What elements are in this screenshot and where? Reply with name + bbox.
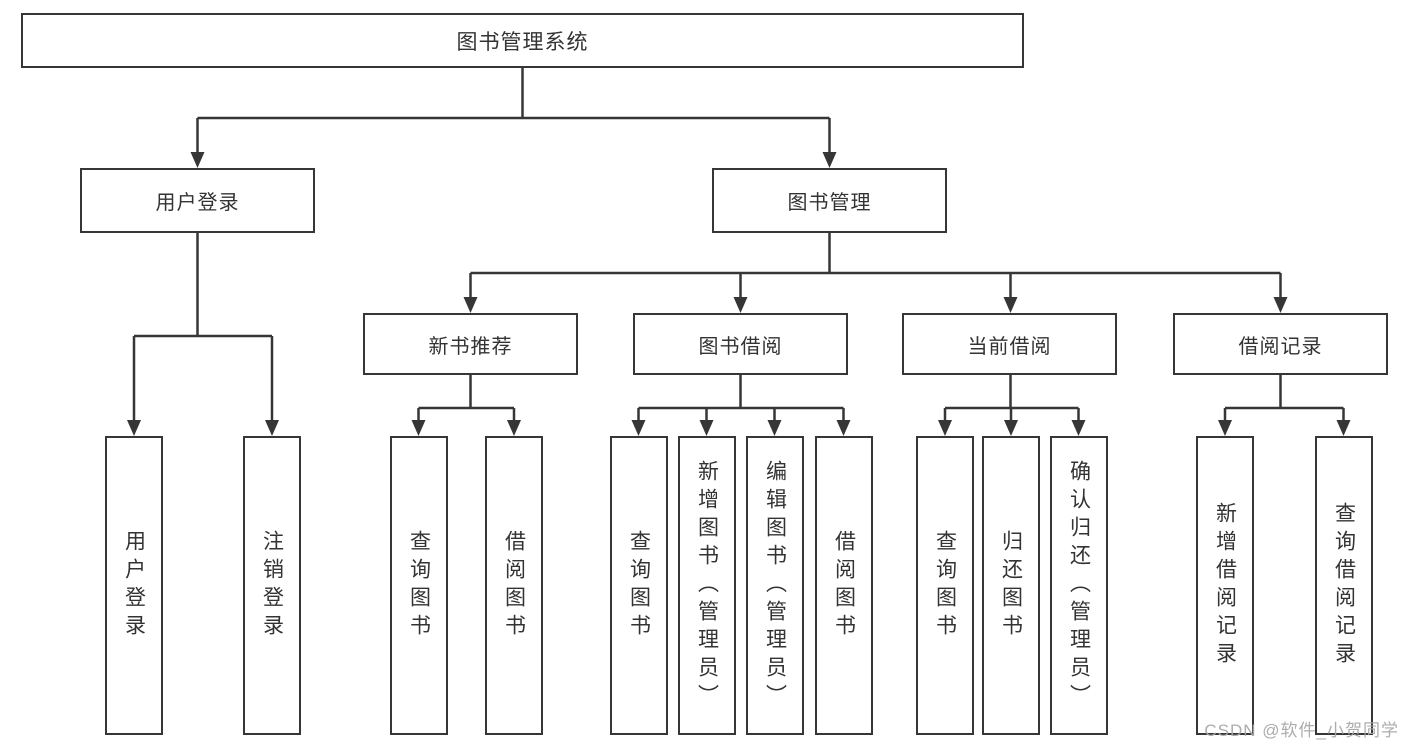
leaf-borrow-books-1: 借阅图书 [485, 436, 543, 735]
node-book-management: 图书管理 [712, 168, 947, 233]
leaf-add-borrow-record: 新增借阅记录 [1196, 436, 1254, 735]
csdn-watermark: CSDN @软件_小贺同学 [1204, 721, 1399, 740]
leaf-user-login: 用户登录 [105, 436, 163, 735]
leaf-query-books-1: 查询图书 [390, 436, 448, 735]
node-borrowing-records: 借阅记录 [1173, 313, 1388, 375]
node-current-borrowing: 当前借阅 [902, 313, 1117, 375]
node-book-borrowing: 图书借阅 [633, 313, 848, 375]
leaf-label: 确认归还（管理员） [1067, 459, 1091, 712]
leaf-edit-books-admin: 编辑图书（管理员） [746, 436, 804, 735]
node-root: 图书管理系统 [21, 13, 1024, 68]
leaf-query-books-2: 查询图书 [610, 436, 668, 735]
node-user-login: 用户登录 [80, 168, 315, 233]
leaf-label: 借阅图书 [832, 529, 856, 642]
leaf-query-books-3: 查询图书 [916, 436, 974, 735]
leaf-borrow-books-2: 借阅图书 [815, 436, 873, 735]
leaf-label: 查询图书 [627, 529, 651, 642]
leaf-label: 新增借阅记录 [1213, 501, 1237, 670]
leaf-label: 注销登录 [260, 529, 284, 642]
leaf-label: 查询图书 [407, 529, 431, 642]
leaf-label: 借阅图书 [502, 529, 526, 642]
leaf-logout: 注销登录 [243, 436, 301, 735]
leaf-label: 查询借阅记录 [1332, 501, 1356, 670]
leaf-add-books-admin: 新增图书（管理员） [678, 436, 736, 735]
leaf-label: 用户登录 [122, 529, 146, 642]
leaf-label: 编辑图书（管理员） [763, 459, 787, 712]
leaf-label: 归还图书 [999, 529, 1023, 642]
leaf-confirm-return-admin: 确认归还（管理员） [1050, 436, 1108, 735]
leaf-label: 新增图书（管理员） [695, 459, 719, 712]
leaf-query-borrow-record: 查询借阅记录 [1315, 436, 1373, 735]
leaf-label: 查询图书 [933, 529, 957, 642]
node-new-book-recommend: 新书推荐 [363, 313, 578, 375]
leaf-return-books: 归还图书 [982, 436, 1040, 735]
